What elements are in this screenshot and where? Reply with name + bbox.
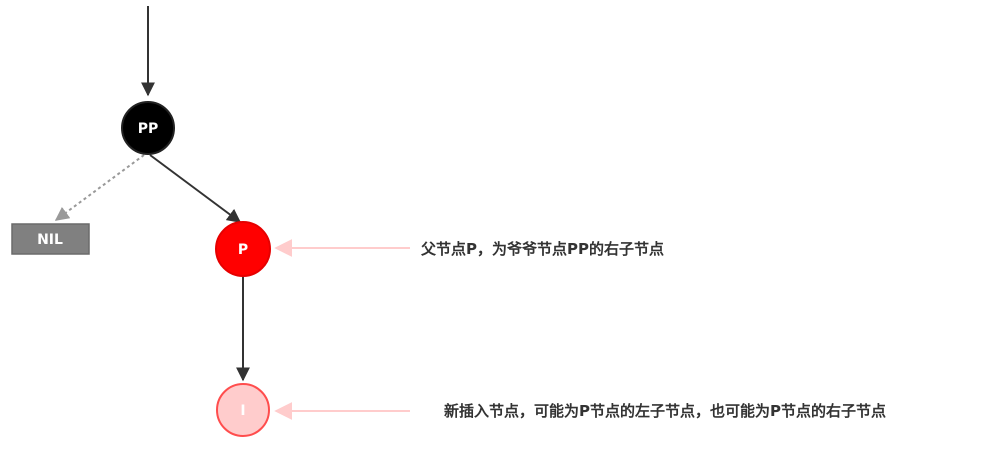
node-grandparent-label: PP (138, 121, 159, 137)
edge-grandparent-to-parent (149, 154, 242, 223)
annotation-inserted: 新插入节点，可能为P节点的左子节点，也可能为P节点的右子节点 (444, 402, 886, 420)
node-parent-circle (215, 221, 271, 277)
node-inserted: I (216, 383, 270, 437)
node-inserted-circle (216, 383, 270, 437)
edge-grandparent-to-nil (54, 154, 145, 221)
node-parent: P (215, 221, 271, 277)
node-nil: NIL (11, 223, 90, 255)
node-inserted-label: I (240, 403, 245, 419)
node-nil-label: NIL (37, 232, 63, 248)
node-parent-label: P (238, 242, 248, 258)
annotation-parent: 父节点P，为爷爷节点PP的右子节点 (420, 240, 664, 258)
node-nil-box (11, 223, 90, 255)
node-grandparent: PP (121, 101, 175, 155)
node-grandparent-circle (121, 101, 175, 155)
